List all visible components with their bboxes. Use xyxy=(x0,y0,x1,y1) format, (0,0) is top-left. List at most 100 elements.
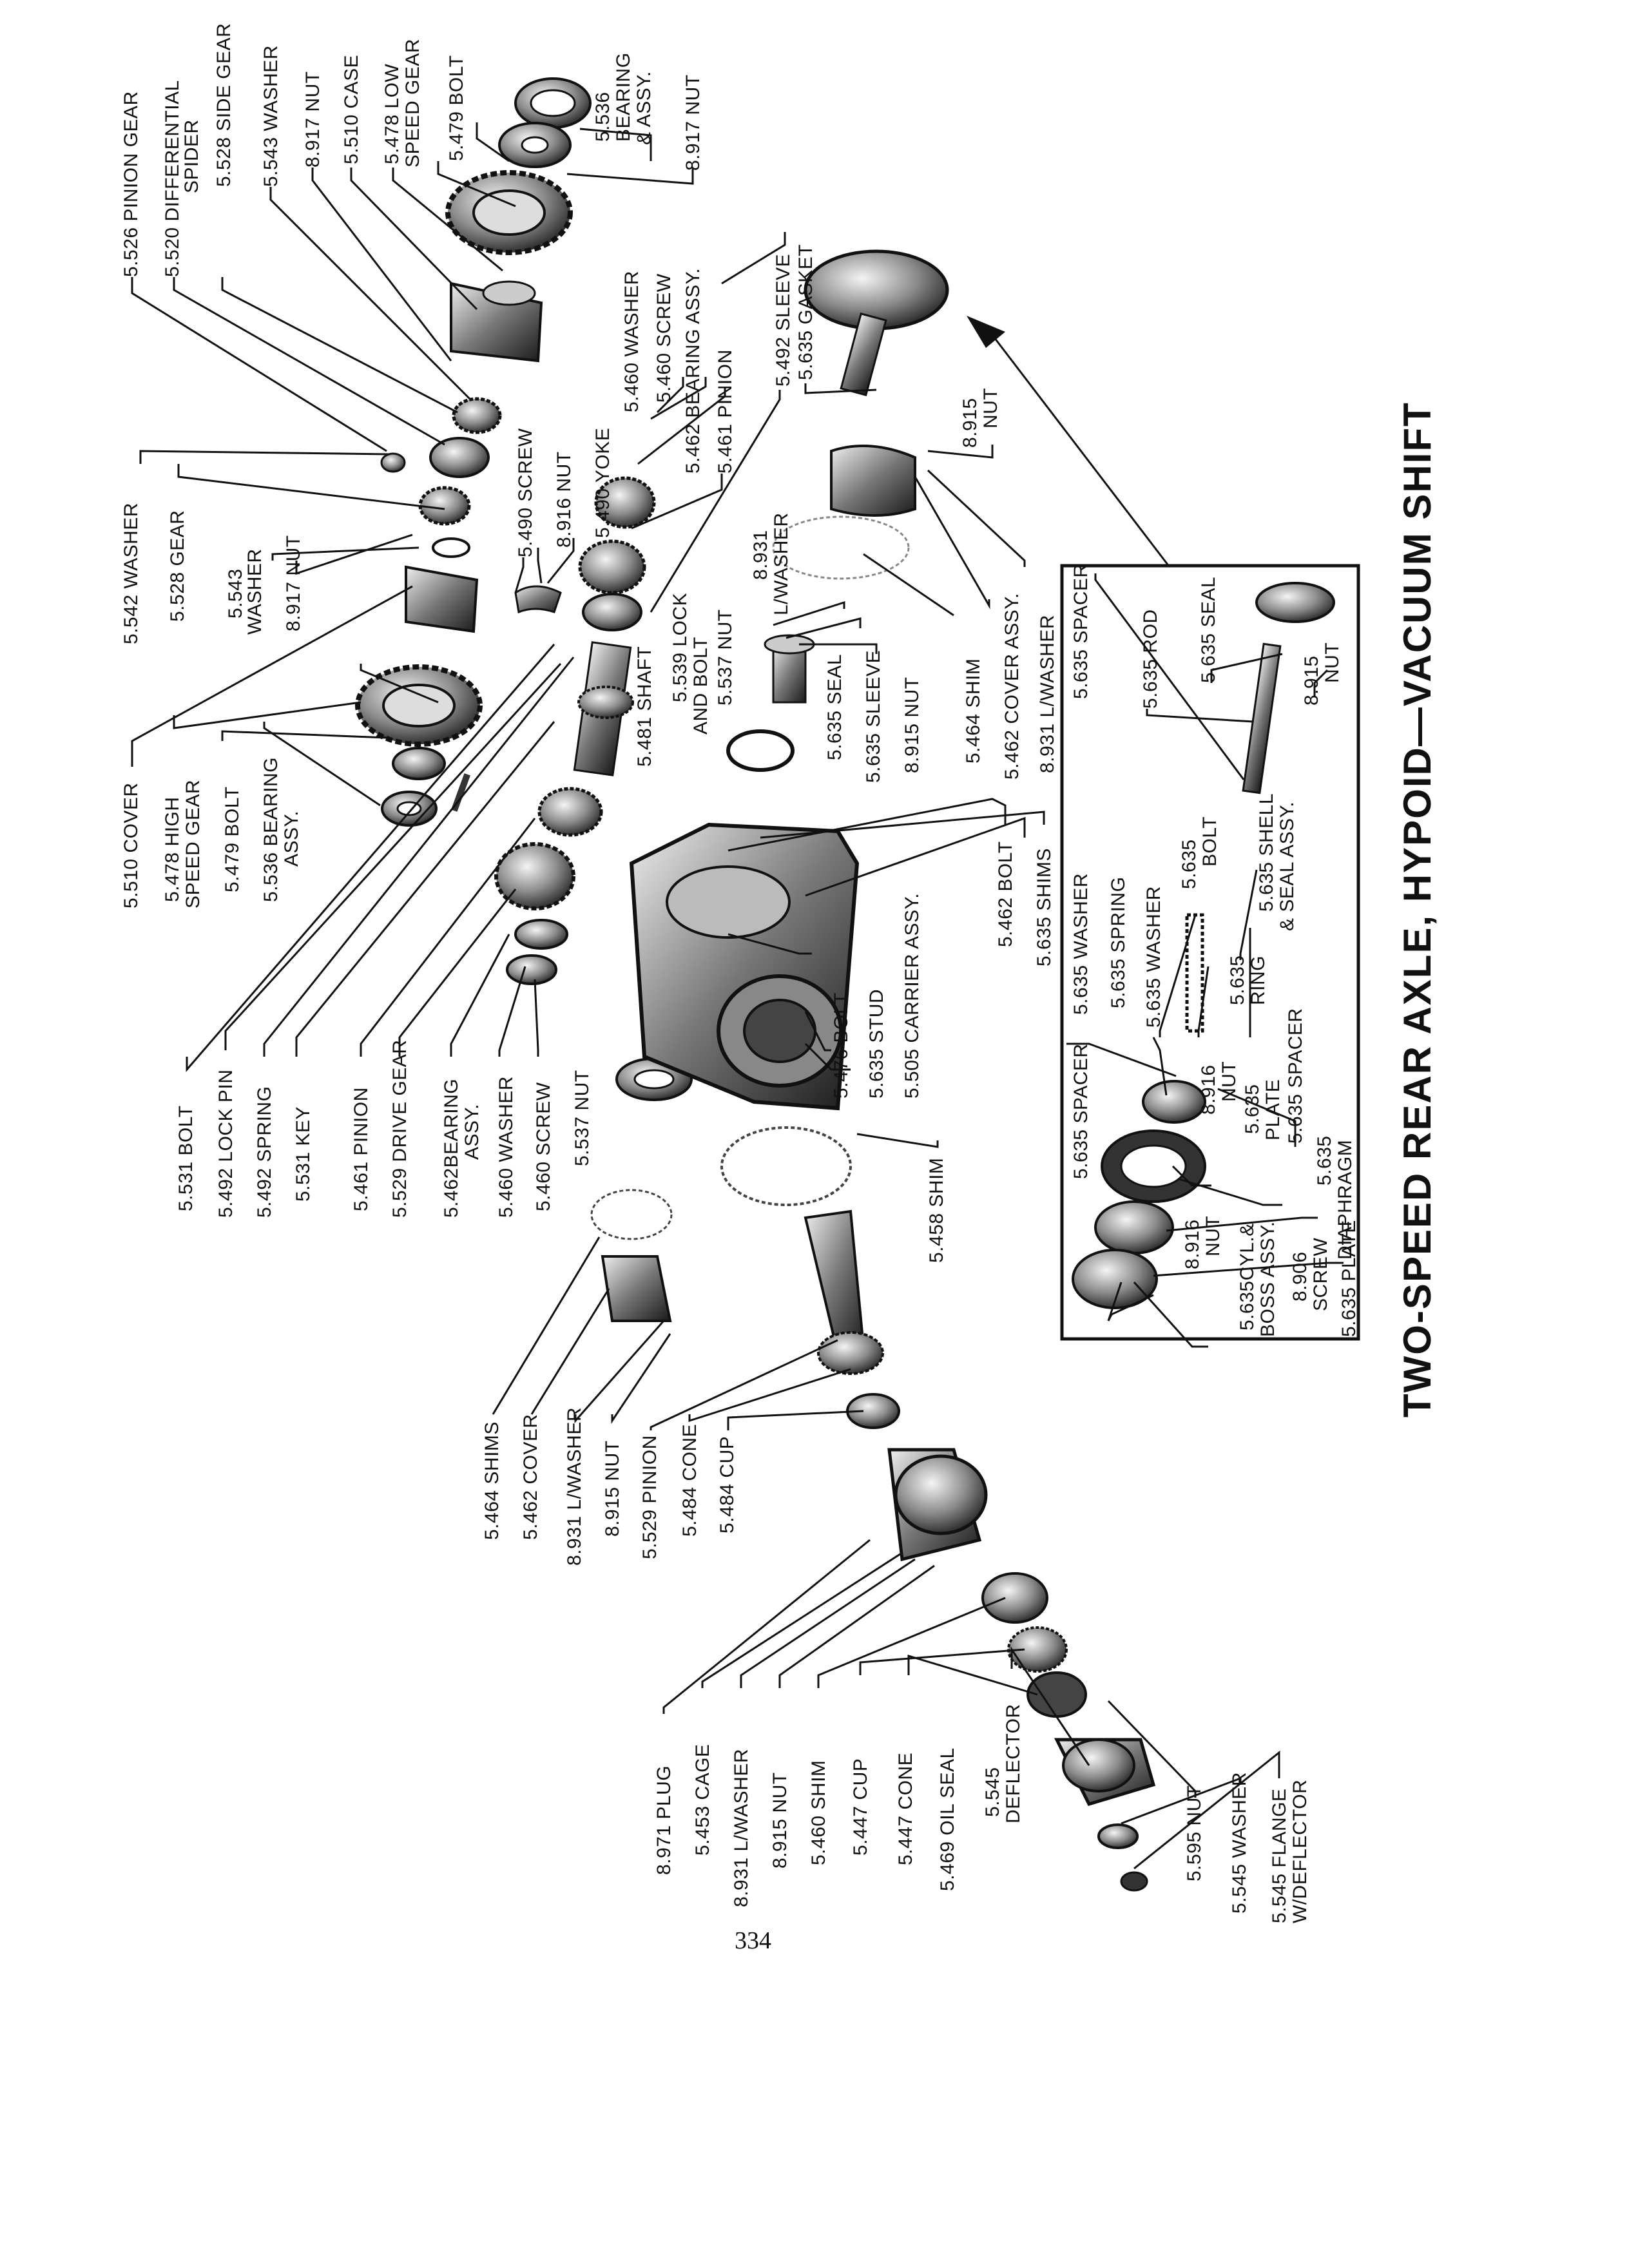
label-l-washer: 8.931 L/WASHER xyxy=(564,1407,585,1566)
label-8-915: 8.915 xyxy=(1301,655,1322,706)
label-5-543: 5.543 xyxy=(225,568,246,619)
label-deflector: DEFLECTOR xyxy=(1003,1704,1024,1823)
label-spacer: 5.635 SPACER xyxy=(1070,1043,1092,1179)
label-differential: 5.520 DIFFERENTIAL xyxy=(162,80,183,277)
label-screw: SCREW xyxy=(1310,1237,1331,1311)
yoke xyxy=(514,585,562,614)
label-sleeve: 5.492 SLEEVE xyxy=(773,253,794,387)
inset-cylinder-boss xyxy=(1072,1200,1174,1309)
label-8-916: 8.916 xyxy=(1182,1219,1203,1269)
label-cup: 5.447 CUP xyxy=(850,1758,871,1856)
label-5-635: 5.635 xyxy=(1314,1135,1335,1186)
label-bolt: 5.476 BOLT xyxy=(831,992,852,1099)
label-lock-pin: 5.492 LOCK PIN xyxy=(215,1069,236,1218)
label-spring: 5.492 SPRING xyxy=(254,1086,275,1218)
label-cover: 5.510 COVER xyxy=(120,782,142,908)
label-w-deflector: W/DEFLECTOR xyxy=(1289,1779,1311,1923)
side-gear-upper xyxy=(452,397,502,434)
label-cover-assy: 5.462 COVER ASSY. xyxy=(1001,593,1023,780)
label-5-635cyl: 5.635CYL.& xyxy=(1237,1223,1258,1331)
label-nut: 8.917 NUT xyxy=(682,74,704,171)
label-seal: 5.635 SEAL xyxy=(824,653,845,760)
label-l-washer: L/WASHER xyxy=(771,512,792,615)
label-assy: & ASSY. xyxy=(633,71,655,145)
label-seal: 5.635 SEAL xyxy=(1198,576,1219,683)
pinion-cage xyxy=(887,1448,988,1562)
shift-cover-assy-top xyxy=(804,249,949,396)
label-pinion: 5.461 PINION xyxy=(715,349,736,474)
label-bolt: 5.479 BOLT xyxy=(222,786,243,892)
label-nut: 5.537 NUT xyxy=(572,1070,593,1166)
label-5-545: 5.545 xyxy=(982,1767,1003,1817)
label-flange: 5.545 FLANGE xyxy=(1269,1788,1290,1923)
label-plate: 5.635 PLATE xyxy=(1338,1220,1360,1337)
label-washer: 5.460 WASHER xyxy=(496,1076,517,1218)
label-washer: 5.545 WASHER xyxy=(1229,1772,1250,1914)
shim-mid xyxy=(772,515,910,580)
leader-arrowhead xyxy=(967,316,1005,348)
label-assy: ASSY. xyxy=(281,810,302,867)
shift-shaft xyxy=(573,641,634,776)
label-stud: 5.635 STUD xyxy=(866,988,887,1099)
label-nut: 8.915 NUT xyxy=(602,1440,623,1537)
label-shaft: 5.481 SHAFT xyxy=(634,646,655,767)
side-gear-lower xyxy=(418,486,471,526)
leader-lines xyxy=(131,122,1344,1870)
label-spider: SPIDER xyxy=(181,119,202,193)
lock-and-bolt xyxy=(726,729,795,772)
label-key: 5.531 KEY xyxy=(293,1106,314,1202)
differential-case xyxy=(450,280,543,363)
label-cage: 5.453 CAGE xyxy=(692,1744,713,1856)
carrier-assy xyxy=(629,822,860,1111)
label-seal-assy: & SEAL ASSY. xyxy=(1277,801,1298,931)
lock-pin-shaft xyxy=(451,773,470,812)
label-gasket: 5.635 GASKET xyxy=(795,244,816,380)
label-nut: 8.916 NUT xyxy=(554,451,575,548)
label-washer: 5.543 WASHER xyxy=(260,45,282,187)
bearing-cone-top xyxy=(498,122,572,168)
drive-gear xyxy=(494,842,575,910)
label-bolt: 5.462 BOLT xyxy=(995,841,1016,947)
label-yoke: 5.490 YOKE xyxy=(592,427,613,538)
label-drive-gear: 5.529 DRIVE GEAR xyxy=(389,1039,410,1218)
page-number: 334 xyxy=(735,1927,771,1954)
cover-assy-mid xyxy=(830,445,916,517)
seal-sleeve xyxy=(764,634,815,704)
label-5-635: 5.635 xyxy=(1179,839,1200,889)
small-pinion xyxy=(578,476,656,631)
label-plug: 8.971 PLUG xyxy=(653,1765,675,1875)
label-l-washer: 8.931 L/WASHER xyxy=(1037,615,1058,773)
label-screw: 5.460 SCREW xyxy=(653,273,675,403)
label-5-536: 5.536 xyxy=(592,91,613,142)
label-8-916: 8.916 xyxy=(1198,1064,1219,1115)
label-screw: 5.460 SCREW xyxy=(533,1082,554,1211)
label-cone: 5.447 CONE xyxy=(895,1752,916,1865)
label-nut: NUT xyxy=(1322,642,1343,683)
label-nut: 5.537 NUT xyxy=(715,609,736,706)
label-and-bolt: AND BOLT xyxy=(690,637,711,735)
label-sleeve: 5.635 SLEEVE xyxy=(863,649,884,783)
label-boss-assy: BOSS ASSY. xyxy=(1257,1221,1278,1337)
inset-plate xyxy=(1142,1080,1206,1124)
cup-cone-oilseal xyxy=(981,1572,1087,1718)
label-washer: 5.460 WASHER xyxy=(621,271,642,412)
label-shell: 5.635 SHELL xyxy=(1256,793,1277,912)
drive-pinion xyxy=(537,787,603,837)
label-bolt: 5.479 BOLT xyxy=(446,55,467,161)
label-cover: 5.462 COVER xyxy=(520,1414,541,1540)
high-speed-gear xyxy=(355,664,483,747)
differential-cover xyxy=(405,565,479,633)
label-oil-seal: 5.469 OIL SEAL xyxy=(937,1747,958,1891)
label-speed-gear: SPEED GEAR xyxy=(402,38,423,168)
washer-middle xyxy=(432,537,470,558)
label-ring: RING xyxy=(1248,956,1269,1005)
label-case: 5.510 CASE xyxy=(341,54,362,164)
label-nut: 8.917 NUT xyxy=(302,71,323,168)
label-washer: 5.635 WASHER xyxy=(1143,886,1164,1028)
label-shim: 5.464 SHIM xyxy=(963,658,984,764)
label-plate: PLATE xyxy=(1262,1079,1284,1140)
label-shim: 5.460 SHIM xyxy=(808,1760,829,1865)
label-speed-gear: SPEED GEAR xyxy=(182,779,204,908)
label-nut: NUT xyxy=(980,387,1001,428)
label-bolt: BOLT xyxy=(1199,816,1220,867)
